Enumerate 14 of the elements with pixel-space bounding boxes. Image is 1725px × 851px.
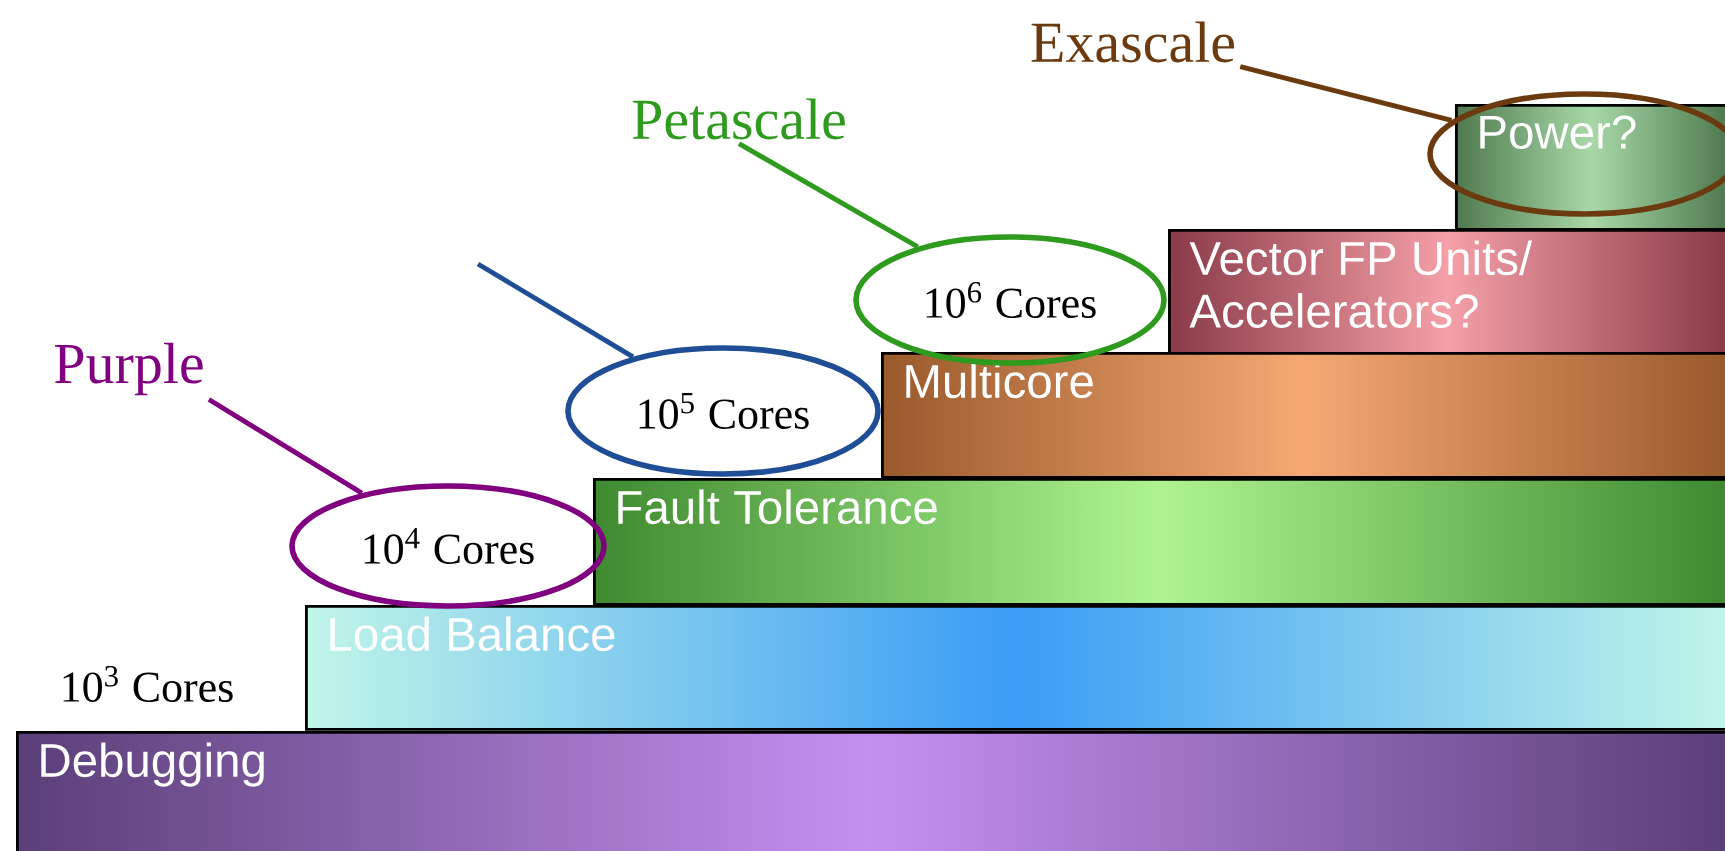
layer-bar: Debugging	[16, 731, 1725, 851]
layer-bar: Load Balance	[305, 605, 1725, 731]
leader-line	[207, 397, 364, 496]
layer-bar: Fault Tolerance	[593, 478, 1725, 606]
layer-bar: Multicore	[881, 352, 1725, 479]
leader-line	[476, 261, 635, 360]
leader-line	[1239, 64, 1453, 123]
core-count-label: 10$^{3}$ Cores	[63, 665, 233, 703]
era-label: Petascale	[632, 98, 845, 140]
ellipse-outline	[1427, 91, 1725, 217]
layer-bar: Power?	[1455, 104, 1725, 231]
era-label: Exascale	[1031, 21, 1234, 63]
leader-line	[737, 141, 919, 249]
era-label: Purple	[54, 342, 203, 396]
